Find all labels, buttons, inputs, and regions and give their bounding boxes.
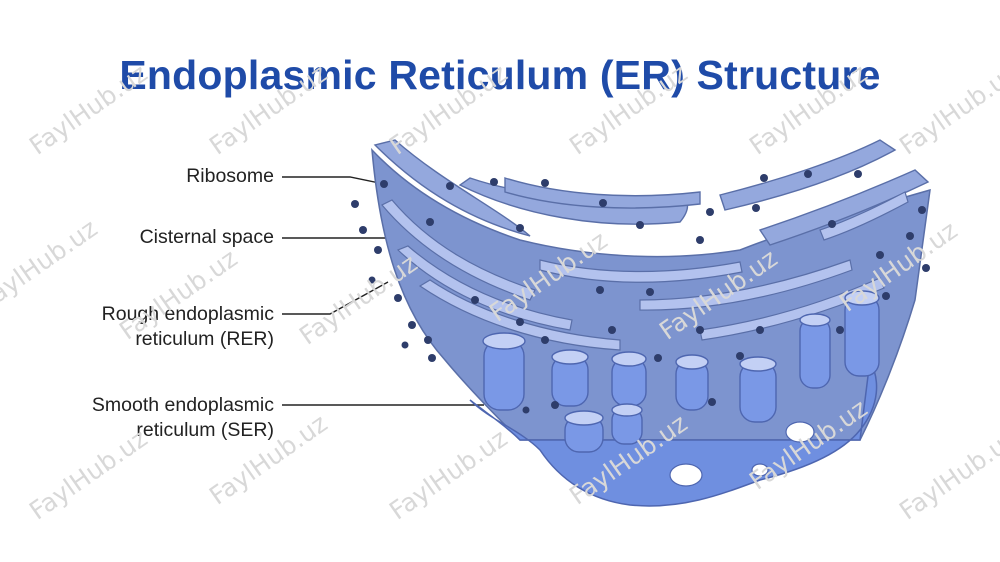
- leader-rer: [282, 281, 389, 315]
- page-title: Endoplasmic Reticulum (ER) Structure: [119, 52, 881, 98]
- ser-tube-openings: [482, 290, 880, 426]
- cisternal-channels: [381, 191, 909, 351]
- leader-ribosome: [282, 176, 385, 185]
- label-ribosome: Ribosome: [186, 165, 274, 187]
- ser-holes: [669, 421, 815, 487]
- label-rough-er: Rough endoplasmic reticulum (RER): [101, 303, 274, 350]
- label-smooth-er: Smooth endoplasmic reticulum (SER): [91, 394, 274, 441]
- ser-network: [469, 357, 878, 507]
- label-cisternal-space: Cisternal space: [139, 226, 274, 248]
- ser-tubes: [483, 295, 880, 453]
- ribosomes: [351, 170, 930, 414]
